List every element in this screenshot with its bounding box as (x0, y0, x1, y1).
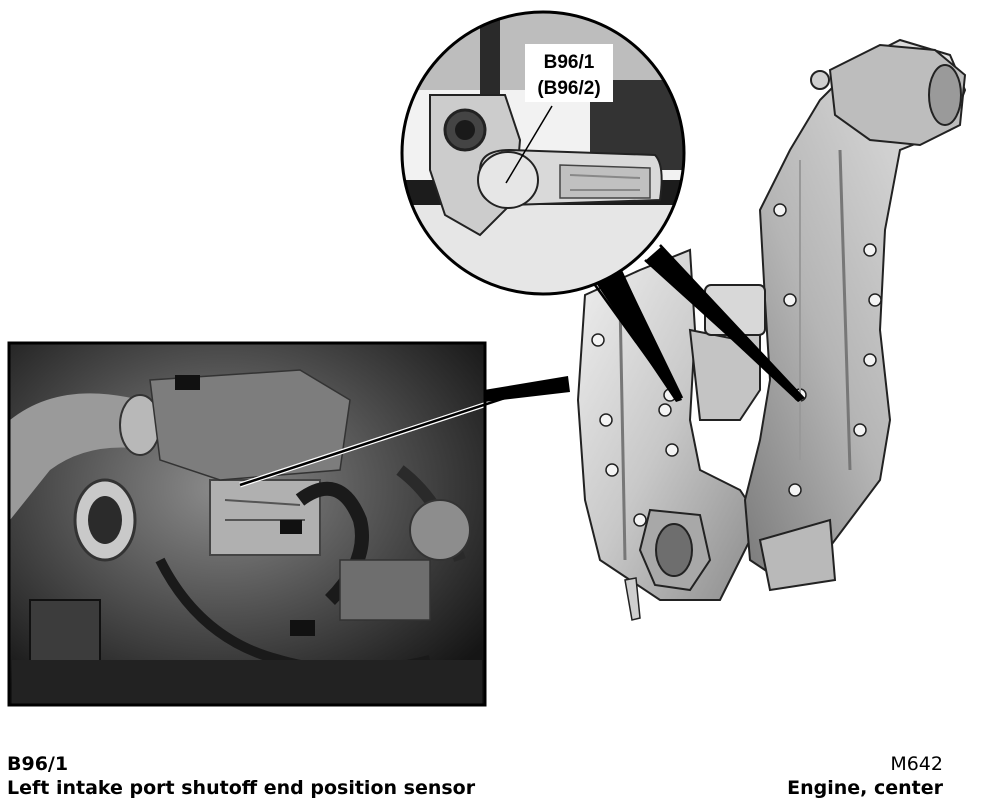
component-description: Left intake port shutoff end position se… (7, 777, 476, 799)
photo-to-manifold-wedge (484, 376, 570, 402)
callout-label-primary: B96/1 (544, 52, 595, 73)
zoom-detail-circle: B96/1 (B96/2) (400, 10, 686, 296)
component-location: Engine, center (787, 777, 943, 799)
callout-wedge-right (646, 246, 805, 402)
callout-label-alternate: (B96/2) (537, 78, 600, 99)
callout-wedge-left (596, 270, 682, 402)
engine-bay-photo (7, 341, 561, 707)
engine-code: M642 (890, 753, 943, 775)
engine-diagram: B96/1 (B96/2) (7, 10, 967, 707)
component-code: B96/1 (7, 753, 69, 775)
